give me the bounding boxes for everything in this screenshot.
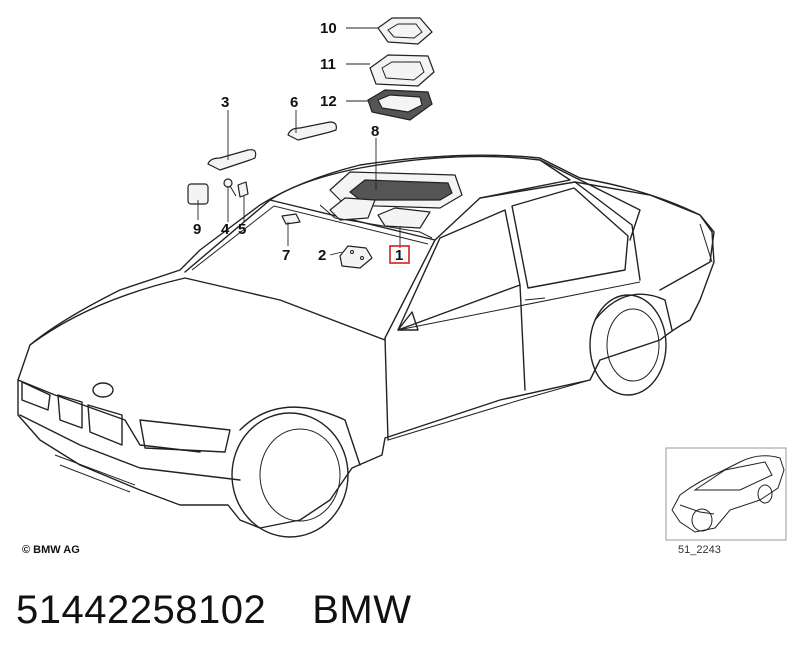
- callout-3[interactable]: 3: [221, 94, 229, 111]
- callout-9[interactable]: 9: [193, 221, 201, 238]
- callout-6[interactable]: 6: [290, 94, 298, 111]
- callout-1[interactable]: 1: [395, 247, 403, 264]
- parts-diagram: 10 11 12 3 6 8 9 4 5 7 2 1 © BMW AG 51_2…: [17, 17, 787, 556]
- leader-lines: [197, 27, 401, 256]
- part-10-frame: [377, 17, 433, 45]
- thumbnail: [665, 447, 787, 541]
- part-7-clip: [281, 213, 301, 225]
- part-4-screw: [223, 178, 237, 197]
- caption: 51442258102 BMW: [16, 588, 411, 638]
- callout-7[interactable]: 7: [282, 247, 290, 264]
- brand-name: BMW: [312, 588, 412, 632]
- callout-10[interactable]: 10: [320, 20, 337, 37]
- part-6-handle: [287, 121, 337, 141]
- callout-12[interactable]: 12: [320, 93, 337, 110]
- callout-1-highlight-box: [389, 245, 410, 264]
- car-illustration: [17, 154, 715, 538]
- callout-5[interactable]: 5: [238, 221, 246, 238]
- thumbnail-code: 51_2243: [678, 544, 721, 556]
- copyright-text: © BMW AG: [22, 544, 80, 556]
- callout-2[interactable]: 2: [318, 247, 326, 264]
- part-3-handle: [207, 149, 257, 171]
- part-11-seal: [369, 54, 435, 87]
- part-12-panel: [367, 89, 433, 121]
- callout-11[interactable]: 11: [320, 56, 336, 73]
- callout-4[interactable]: 4: [221, 221, 230, 238]
- part-5-clip: [237, 181, 249, 198]
- part-2-bracket: [339, 245, 373, 269]
- callout-labels: 10 11 12 3 6 8 9 4 5 7 2 1: [193, 20, 410, 264]
- sunroof-assembly: [319, 171, 463, 239]
- callout-8[interactable]: 8: [371, 123, 379, 140]
- part-number: 51442258102: [16, 588, 267, 632]
